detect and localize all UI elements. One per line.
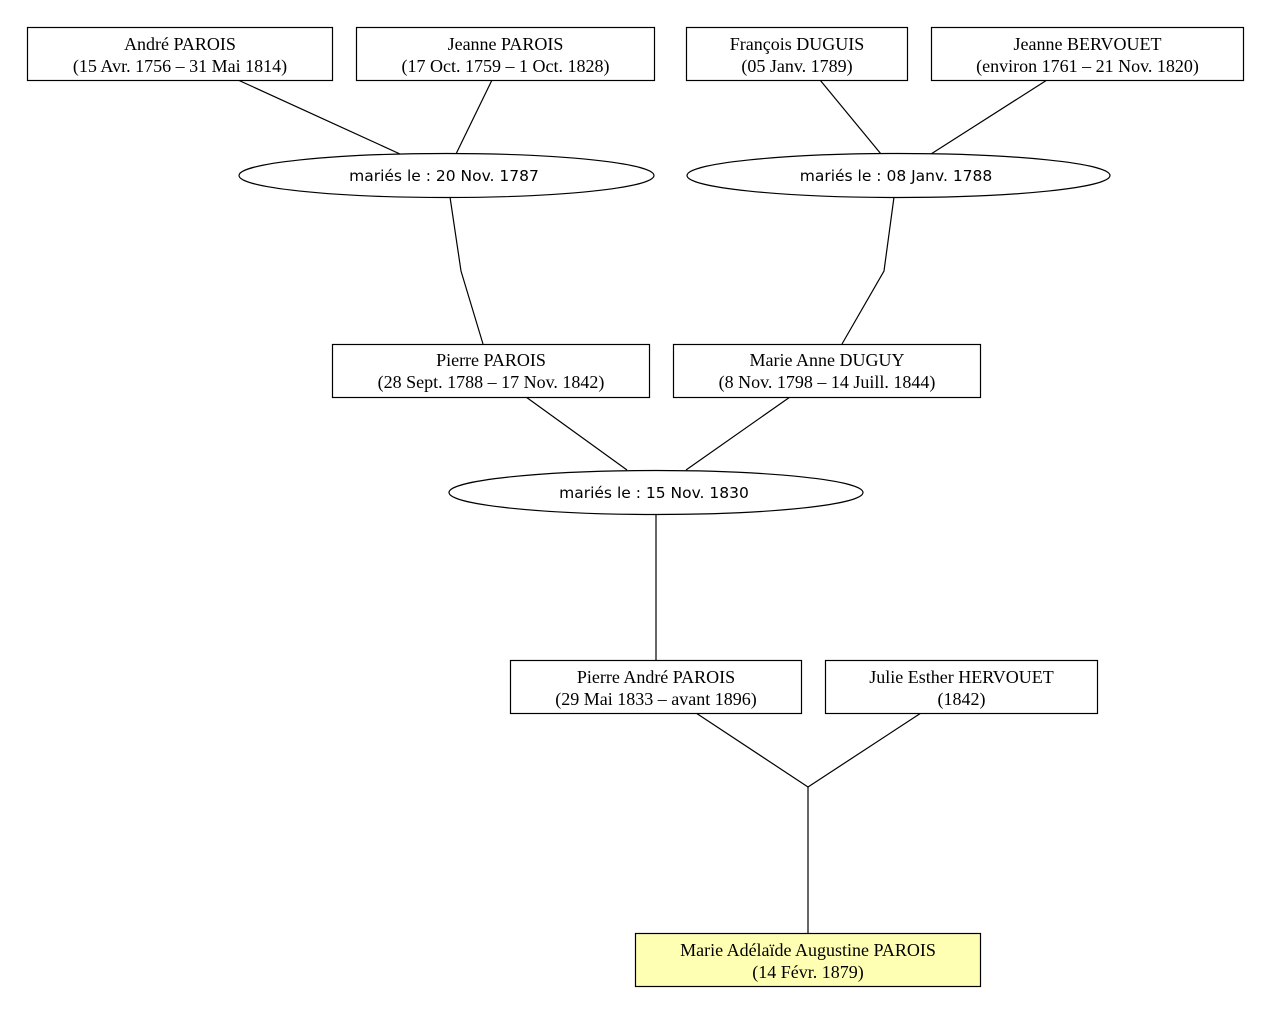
marriage-m1787: mariés le : 20 Nov. 1787 — [238, 152, 655, 199]
person-box — [355, 26, 656, 82]
person-name: Jeanne PAROIS — [448, 34, 564, 54]
connector-lines — [237, 79, 1048, 933]
marriage-label: mariés le : 20 Nov. 1787 — [349, 167, 539, 185]
person-dates: (29 Mai 1833 – avant 1896) — [555, 689, 756, 710]
person-andre-parois: André PAROIS (15 Avr. 1756 – 31 Mai 1814… — [26, 26, 334, 82]
link-francois-to-m1788 — [819, 79, 882, 155]
marriage-ellipse — [448, 469, 864, 516]
person-marie-anne-duguy: Marie Anne DUGUY (8 Nov. 1798 – 14 Juill… — [672, 343, 982, 399]
marriage-label: mariés le : 15 Nov. 1830 — [559, 484, 749, 502]
person-name: Pierre PAROIS — [436, 350, 546, 370]
person-name: Pierre André PAROIS — [577, 667, 735, 687]
link-jeanne-to-m1787 — [455, 79, 493, 155]
person-dates: (28 Sept. 1788 – 17 Nov. 1842) — [378, 372, 605, 393]
person-box — [824, 659, 1099, 715]
link-m1787-to-pierre — [449, 196, 484, 345]
link-andre-to-m1787 — [237, 79, 401, 155]
person-dates: (17 Oct. 1759 – 1 Oct. 1828) — [402, 56, 610, 77]
person-name: Marie Anne DUGUY — [750, 350, 905, 370]
person-pierre-andre-parois: Pierre André PAROIS (29 Mai 1833 – avant… — [509, 659, 803, 715]
link-pierre-andre-to-union — [695, 712, 809, 788]
marriage-m1830: mariés le : 15 Nov. 1830 — [448, 469, 864, 516]
person-box-highlighted — [634, 932, 982, 988]
person-dates: (environ 1761 – 21 Nov. 1820) — [976, 56, 1199, 77]
link-pierre-to-m1830 — [525, 396, 628, 471]
link-jeanne-b-to-m1788 — [930, 79, 1048, 155]
person-box — [685, 26, 909, 82]
marriage-ellipse — [238, 152, 655, 199]
person-dates: (1842) — [938, 689, 986, 710]
person-box — [509, 659, 803, 715]
person-dates: (05 Janv. 1789) — [741, 56, 852, 77]
person-box — [26, 26, 334, 82]
person-name: Marie Adélaïde Augustine PAROIS — [680, 940, 936, 960]
marriage-m1788: mariés le : 08 Janv. 1788 — [686, 152, 1111, 199]
person-jeanne-bervouet: Jeanne BERVOUET (environ 1761 – 21 Nov. … — [930, 26, 1245, 82]
person-julie-esther-hervouet: Julie Esther HERVOUET (1842) — [824, 659, 1099, 715]
person-dates: (14 Févr. 1879) — [752, 962, 864, 983]
person-box — [930, 26, 1245, 82]
person-dates: (8 Nov. 1798 – 14 Juill. 1844) — [719, 372, 936, 393]
person-dates: (15 Avr. 1756 – 31 Mai 1814) — [73, 56, 287, 77]
link-marie-anne-to-m1830 — [685, 396, 791, 471]
marriage-label: mariés le : 08 Janv. 1788 — [800, 167, 993, 185]
person-name: Jeanne BERVOUET — [1013, 34, 1161, 54]
person-name: François DUGUIS — [730, 34, 865, 54]
link-julie-to-union — [807, 712, 922, 788]
person-name: André PAROIS — [124, 34, 236, 54]
person-jeanne-parois: Jeanne PAROIS (17 Oct. 1759 – 1 Oct. 182… — [355, 26, 656, 82]
marriage-ellipse — [686, 152, 1111, 199]
person-francois-duguis: François DUGUIS (05 Janv. 1789) — [685, 26, 909, 82]
person-box — [672, 343, 982, 399]
person-marie-adelaide-augustine-parois: Marie Adélaïde Augustine PAROIS (14 Févr… — [634, 932, 982, 988]
person-pierre-parois: Pierre PAROIS (28 Sept. 1788 – 17 Nov. 1… — [331, 343, 651, 399]
person-name: Julie Esther HERVOUET — [869, 667, 1054, 687]
link-m1788-to-marie-anne — [841, 196, 895, 345]
person-box — [331, 343, 651, 399]
